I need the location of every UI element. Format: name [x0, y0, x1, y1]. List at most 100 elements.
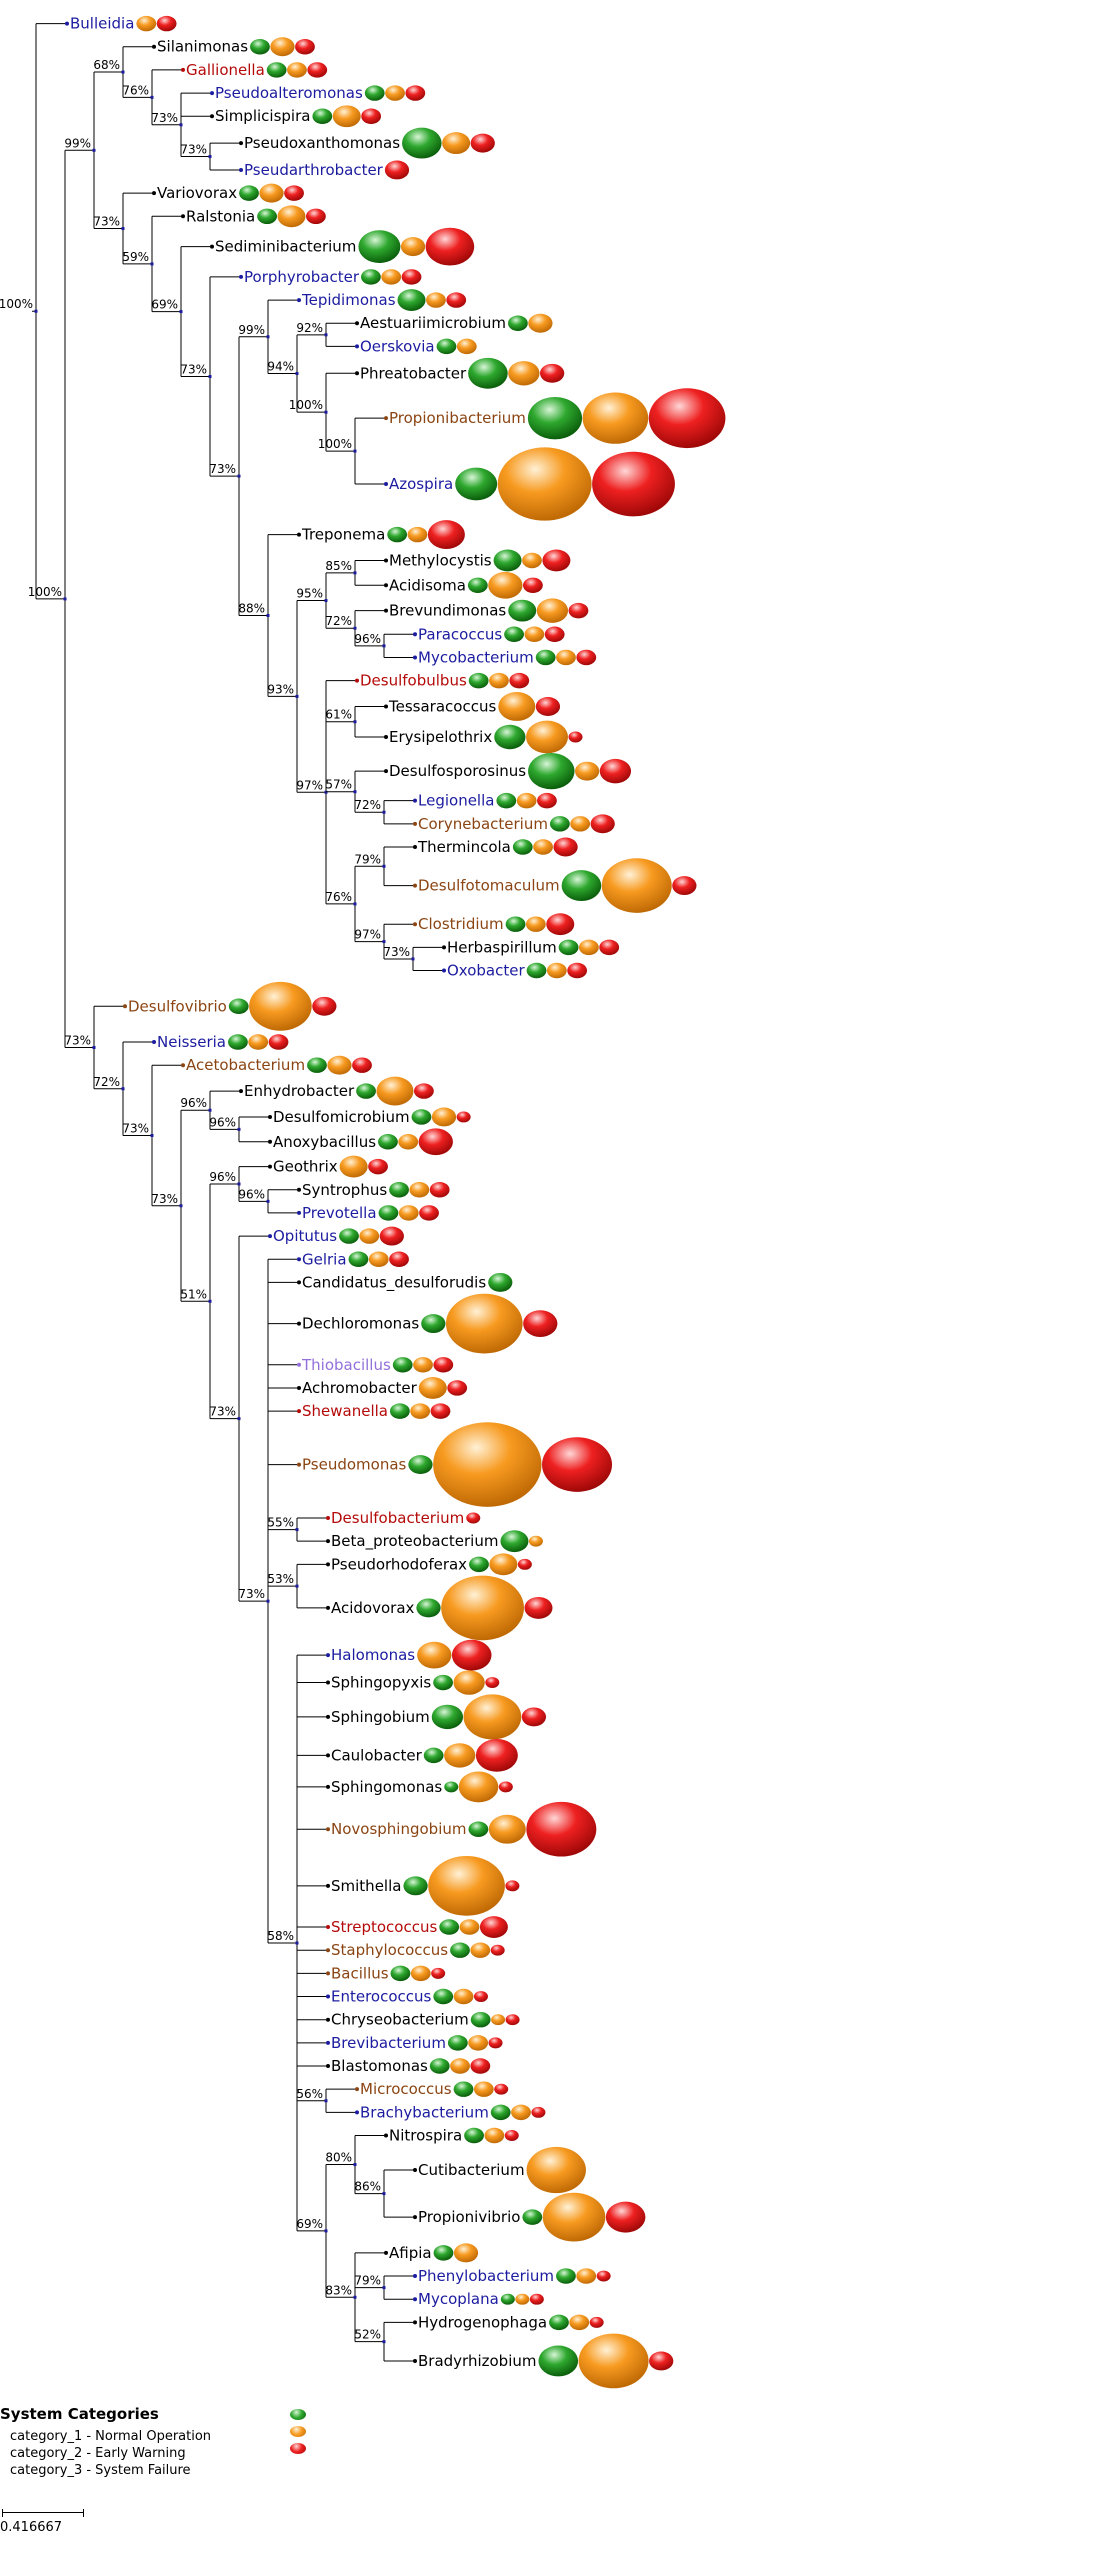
green-bubble — [421, 1314, 446, 1334]
red-bubble — [431, 1967, 446, 1979]
taxon-label-acidovorax: Acidovorax — [331, 1599, 415, 1617]
tree-labels: 100%Bulleidia100%99%68%Silanimonas76%Gal… — [0, 15, 726, 2389]
red-bubble — [599, 758, 632, 784]
orange-bubble — [450, 2058, 470, 2074]
taxon-label-propionivibrio: Propionivibrio — [418, 2208, 520, 2226]
orange-bubble — [270, 37, 295, 57]
red-bubble — [535, 697, 561, 716]
taxon-label-oerskovia: Oerskovia — [360, 337, 435, 355]
leaf-tip — [297, 1187, 301, 1192]
taxon-label-sphingobium: Sphingobium — [331, 1708, 430, 1726]
support-label: 73% — [383, 945, 410, 959]
node-marker — [295, 1584, 299, 1588]
green-bubble — [228, 1034, 248, 1050]
leaf-tip — [297, 1462, 301, 1467]
red-bubble — [521, 1707, 547, 1727]
leaf-tip — [297, 1385, 301, 1390]
red-bubble — [475, 1739, 518, 1772]
taxon-label-erysipelothrix: Erysipelothrix — [389, 728, 492, 746]
green-bubble — [429, 2058, 450, 2074]
leaf-tip — [326, 1925, 330, 1930]
green-bubble — [266, 62, 287, 78]
green-bubble — [339, 1228, 359, 1244]
node-marker — [353, 449, 357, 453]
taxon-label-desulfovibrio: Desulfovibrio — [128, 997, 227, 1015]
green-bubble — [528, 753, 575, 790]
leaf-tip — [297, 1409, 301, 1414]
red-bubble — [509, 672, 530, 689]
node-marker — [324, 599, 328, 603]
orange-bubble — [570, 816, 591, 832]
legend-item-category-1: category_1 - Normal Operation — [10, 2429, 212, 2444]
taxon-label-desulfobacterium: Desulfobacterium — [331, 1509, 464, 1527]
node-marker — [150, 95, 154, 99]
green-bubble — [549, 2314, 569, 2331]
leaf-tip — [355, 321, 359, 326]
orange-bubble — [428, 1855, 505, 1916]
taxon-label-pseudorhodoferax: Pseudorhodoferax — [331, 1555, 467, 1573]
green-bubble — [389, 1182, 409, 1198]
leaf-tip — [413, 632, 417, 637]
orange-bubble — [601, 858, 672, 913]
orange-bubble — [398, 1134, 419, 1150]
orange-bubble — [525, 916, 546, 932]
leaf-tip — [239, 274, 243, 279]
support-label: 100% — [28, 585, 62, 599]
leaf-tip — [384, 482, 388, 487]
red-bubble — [605, 2201, 646, 2233]
red-bubble — [379, 1226, 404, 1246]
leaf-tip — [384, 583, 388, 588]
support-label: 92% — [296, 321, 323, 335]
leaf-tip — [413, 798, 417, 803]
taxon-label-thiobacillus: Thiobacillus — [301, 1356, 391, 1374]
leaf-tip — [268, 1114, 272, 1119]
taxon-label-candidatus-desulforudis: Candidatus_desulforudis — [302, 1273, 486, 1292]
support-label: 58% — [267, 1929, 294, 1943]
node-marker — [353, 2163, 357, 2167]
legend-item-category-3: category_3 - System Failure — [10, 2463, 191, 2478]
orange-bubble — [491, 2014, 506, 2026]
support-label: 68% — [93, 58, 120, 72]
green-bubble — [364, 85, 385, 101]
leaf-tip — [268, 1164, 272, 1169]
green-bubble — [468, 1821, 489, 1837]
node-marker — [208, 1108, 212, 1112]
red-bubble — [649, 2351, 674, 2371]
green-bubble — [538, 2345, 579, 2377]
green-bubble — [500, 1530, 529, 1553]
red-bubble — [389, 1251, 409, 1267]
support-label: 94% — [267, 360, 294, 374]
support-label: 99% — [238, 323, 265, 337]
red-bubble — [524, 1596, 553, 1619]
red-bubble — [446, 292, 467, 308]
green-bubble — [389, 1403, 410, 1419]
support-label: 73% — [93, 215, 120, 229]
red-bubble — [430, 1403, 451, 1419]
green-bubble — [464, 2127, 484, 2144]
green-bubble — [387, 526, 408, 543]
red-bubble — [352, 1057, 372, 1073]
orange-bubble — [442, 132, 471, 155]
leaf-tip — [326, 1971, 330, 1976]
node-marker — [382, 810, 386, 814]
orange-bubble — [468, 2035, 489, 2051]
legend-orange-dot — [290, 2426, 306, 2437]
support-label: 96% — [180, 1096, 207, 1110]
red-bubble — [672, 876, 697, 896]
node-marker — [266, 335, 270, 339]
leaf-tip — [181, 1063, 185, 1068]
leaf-tip — [326, 2064, 330, 2069]
orange-bubble — [522, 552, 542, 569]
green-bubble — [488, 1272, 513, 1292]
orange-bubble — [398, 1205, 419, 1221]
leaf-tip — [326, 1714, 330, 1719]
leaf-tip — [355, 344, 359, 349]
node-marker — [34, 309, 38, 313]
taxon-label-shewanella: Shewanella — [302, 1402, 388, 1420]
red-bubble — [523, 1310, 558, 1337]
leaf-tip — [297, 298, 301, 303]
leaf-tip — [384, 2133, 388, 2138]
red-bubble — [529, 2293, 544, 2305]
taxon-label-novosphingobium: Novosphingobium — [331, 1820, 466, 1838]
green-bubble — [450, 1942, 470, 1958]
